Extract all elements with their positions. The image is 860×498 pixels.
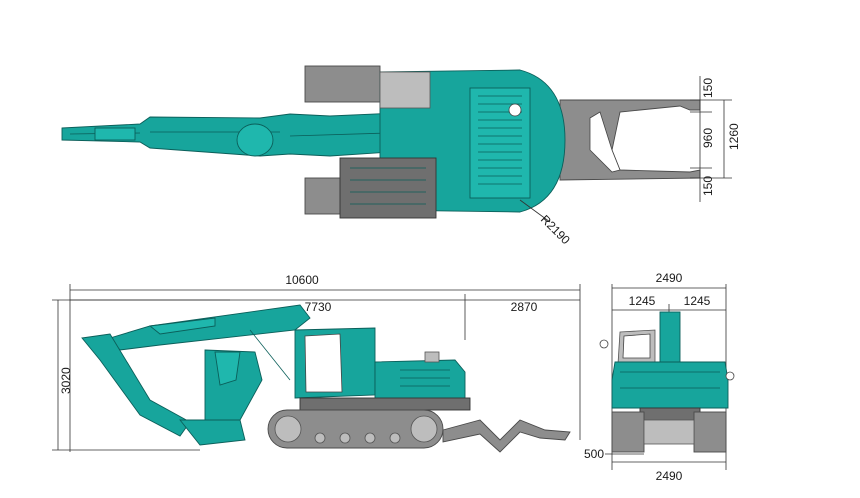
dim-2490-bottom: 2490 (656, 469, 683, 483)
rear-track-left (611, 411, 645, 453)
dim-10600: 10600 (285, 273, 319, 287)
side-arm (81, 333, 191, 437)
rear-mirror-right (725, 371, 735, 381)
dim-1245-left: 1245 (629, 294, 656, 308)
top-hood-grille (478, 95, 522, 185)
rear-body-lines (620, 371, 720, 389)
top-cap (508, 103, 522, 117)
top-cab-lines (350, 167, 426, 205)
rear-mirror-left (599, 339, 609, 349)
side-view: 10600 7730 2870 3020 (52, 273, 581, 453)
dim-2870: 2870 (511, 300, 538, 314)
side-exhaust (424, 351, 440, 363)
dim-2490-top: 2490 (656, 271, 683, 285)
top-frame-gap (589, 111, 621, 173)
top-boom-joint (236, 123, 274, 157)
rear-counterweight (611, 361, 729, 409)
top-cab-frame (379, 71, 431, 109)
dim-7730: 7730 (305, 300, 332, 314)
side-rear-ripper (442, 419, 571, 453)
side-boom-cylinder (148, 317, 216, 335)
top-undercarriage-frame (559, 99, 701, 181)
side-boom (109, 304, 311, 351)
dim-150-bottom: 150 (701, 176, 715, 196)
dim-radius: R2190 (538, 212, 573, 247)
side-engine-grille (400, 369, 450, 387)
top-view: 150 960 1260 150 R2190 (61, 65, 741, 247)
dim-1245-right: 1245 (684, 294, 711, 308)
side-track-rollers (274, 415, 438, 444)
side-bucket-inner (214, 351, 241, 386)
side-engine-housing (374, 359, 466, 403)
side-swing-base (299, 397, 471, 411)
rear-track-right (693, 411, 727, 453)
rear-cab-window (622, 333, 651, 359)
top-cab (339, 157, 437, 219)
side-cab-window (304, 333, 343, 393)
dim-3020: 3020 (59, 367, 73, 394)
rear-boom (659, 311, 681, 363)
side-hydraulic-line (249, 329, 291, 381)
top-arm-cylinder (94, 127, 136, 141)
dim-960: 960 (701, 128, 715, 148)
rear-undercarriage (643, 419, 695, 445)
dim-500: 500 (584, 447, 604, 461)
rear-view: 2490 1245 1245 500 2490 (584, 271, 735, 483)
radius-leader (519, 199, 551, 223)
side-tool (179, 419, 246, 446)
dim-150-top: 150 (701, 78, 715, 98)
top-track-upper (304, 65, 381, 103)
top-engine-hood (469, 87, 531, 199)
dim-1260: 1260 (727, 123, 741, 150)
